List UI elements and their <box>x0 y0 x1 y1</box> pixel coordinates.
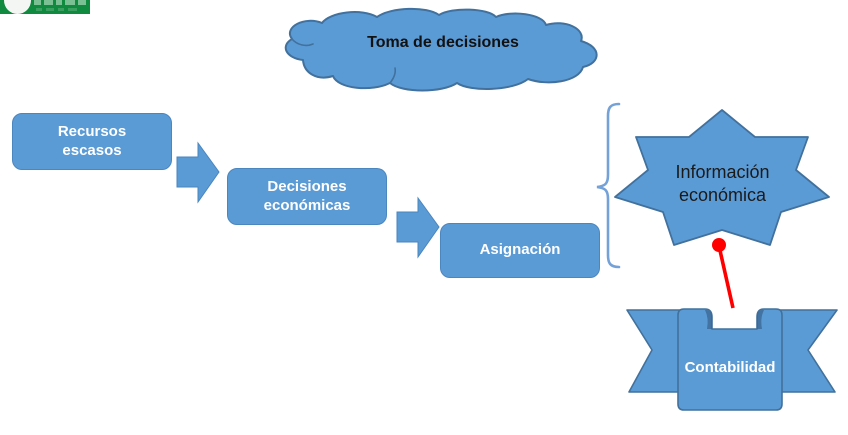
box-asignacion: Asignación <box>440 223 600 278</box>
logo-text-fragment <box>36 8 42 11</box>
logo-text-fragment <box>46 8 54 11</box>
box-recursos-escasos: Recursos escasos <box>12 113 172 170</box>
ribbon-right-fold-shadow <box>756 310 764 329</box>
logo-text-fragment <box>44 0 53 5</box>
logo-text-fragment <box>78 0 86 5</box>
star-shape <box>614 109 830 246</box>
box-decisiones-economicas: Decisiones económicas <box>227 168 387 225</box>
red-connector-dot <box>712 238 726 252</box>
cloud-inner-arc-left <box>291 38 314 47</box>
cropped-logo-banner <box>0 0 90 14</box>
cloud-label: Toma de decisiones <box>367 34 519 51</box>
flow-arrow-2 <box>396 196 440 259</box>
logo-text-fragment <box>58 8 64 11</box>
cloud-inner-arc-bottom <box>389 67 397 84</box>
box-decisiones-economicas-label: Decisiones económicas <box>263 177 351 214</box>
logo-text-fragment <box>34 0 41 5</box>
flow-arrow-1 <box>176 141 220 204</box>
box-asignacion-label: Asignación <box>479 241 561 259</box>
red-connector-line <box>717 245 735 309</box>
logo-circle-icon <box>4 0 31 14</box>
ribbon-label: Contabilidad <box>684 358 776 376</box>
ribbon-left-fold-shadow <box>705 310 713 329</box>
ribbon-right-tail <box>778 309 838 393</box>
logo-text-fragment <box>65 0 75 5</box>
logo-text-fragment <box>56 0 62 5</box>
cloud-shape <box>284 7 598 92</box>
ribbon-left-tail <box>626 309 683 393</box>
logo-text-fragment <box>68 8 77 11</box>
box-recursos-escasos-label: Recursos escasos <box>57 122 127 159</box>
star-label: Información económica <box>675 162 770 205</box>
left-brace-bracket <box>596 102 621 269</box>
